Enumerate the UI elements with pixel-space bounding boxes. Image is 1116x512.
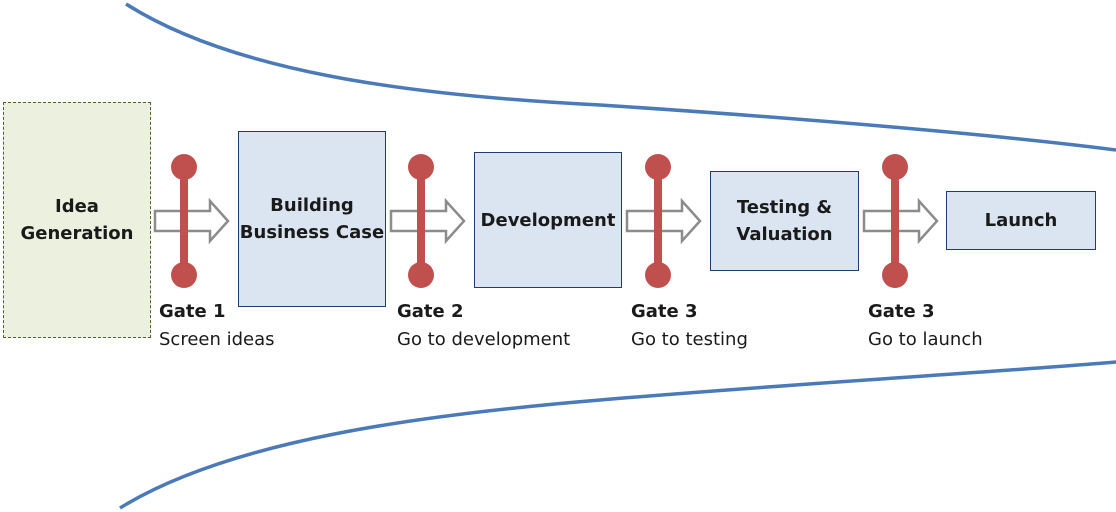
gate-1-description: Screen ideas — [159, 329, 275, 350]
arrow-icon — [389, 197, 466, 245]
stage-box-idea-generation: Idea Generation — [3, 102, 151, 338]
gate-2-marker — [408, 154, 434, 288]
gate-3-marker — [645, 154, 671, 288]
funnel-bottom-line — [119, 360, 1116, 510]
arrow-icon — [625, 197, 702, 245]
gate-2-description: Go to development — [397, 329, 571, 350]
stage-box-testing-valuation: Testing & Valuation — [710, 171, 859, 271]
funnel-top-line — [125, 2, 1116, 152]
stage-box-building-business-case: Building Business Case — [238, 131, 386, 307]
arrow-icon — [862, 197, 939, 245]
gate-3-title: Gate 3 — [631, 301, 698, 322]
arrow-icon — [153, 197, 230, 245]
gate-1-title: Gate 1 — [159, 301, 226, 322]
gate-1-marker — [171, 154, 197, 288]
gate-4-title: Gate 3 — [868, 301, 935, 322]
gate-4-marker — [882, 154, 908, 288]
stage-box-launch: Launch — [946, 191, 1096, 250]
gate-4-description: Go to launch — [868, 329, 983, 350]
stage-box-development: Development — [474, 152, 622, 288]
gate-3-description: Go to testing — [631, 329, 748, 350]
gate-2-title: Gate 2 — [397, 301, 464, 322]
